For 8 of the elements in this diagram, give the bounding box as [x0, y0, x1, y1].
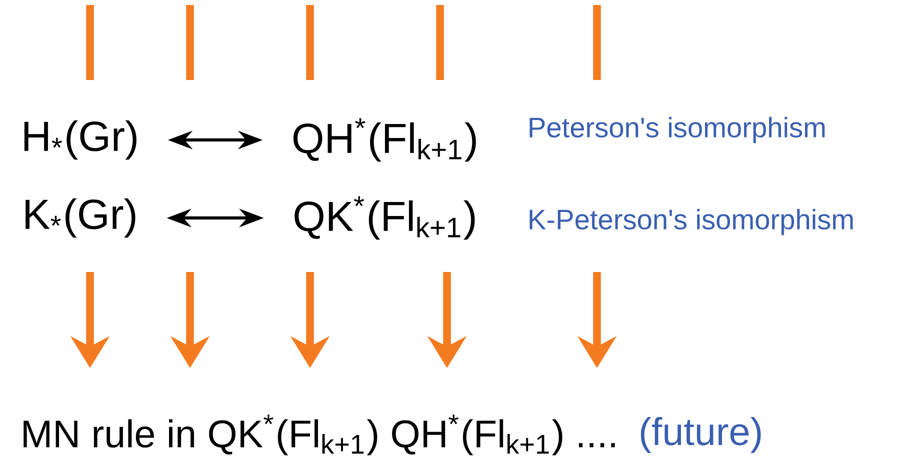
annotation: K-Peterson's isomorphism [530, 208, 853, 236]
math-term: QK$^{*}$(Fl$_{k+1}$) [294, 196, 475, 240]
note: MN rule in QK$^{*}$(Fl$_{k+1}$) QH$^{*}$(Fl$_{k+1}$) .... [24, 414, 615, 456]
note: (future) [640, 417, 761, 453]
math-term: QH$^{*}$(Fl$_{k+1}$) [293, 118, 476, 162]
math-term: K$_{*}$(Gr) [26, 198, 136, 238]
math-term: H$_{*}$(Gr) [24, 120, 136, 160]
annotation: Peterson's isomorphism [530, 116, 825, 144]
